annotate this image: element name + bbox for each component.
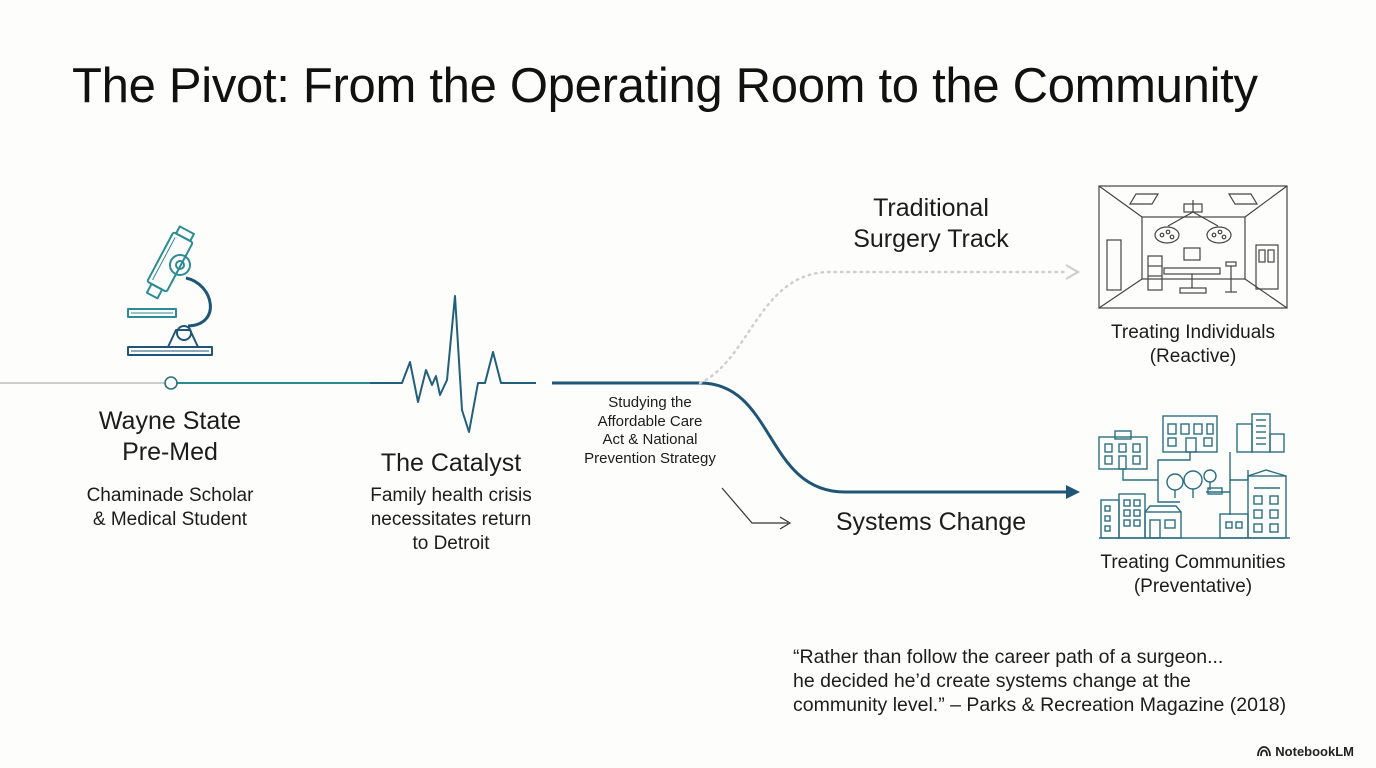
systems-arrowhead — [1066, 485, 1080, 499]
wayne-state-heading: Wayne State Pre-Med — [98, 407, 242, 466]
page-title: The Pivot: From the Operating Room to th… — [72, 59, 1258, 113]
quote: “Rather than follow the career path of a… — [793, 645, 1353, 717]
catalyst-detail: Family health crisis necessitates return… — [370, 485, 532, 554]
systems-change-path — [699, 381, 1068, 494]
quote-line: he decided he’d create systems change at… — [793, 670, 1191, 692]
systems-caption: Treating Communities (Preventative) — [1100, 552, 1286, 597]
wayne-state-detail: Chaminade Scholar & Medical Student — [86, 485, 254, 530]
traditional-caption: Treating Individuals (Reactive) — [1110, 322, 1276, 367]
brand-label: NotebookLM — [1275, 744, 1354, 759]
quote-line: community level.” – Parks & Recreation M… — [793, 694, 1287, 716]
operating-room-icon — [1098, 185, 1288, 309]
traditional-arrowhead — [1065, 264, 1080, 280]
traditional-heading: Traditional Surgery Track — [853, 194, 1009, 253]
notebooklm-logo-icon — [1257, 746, 1272, 757]
timeline-start-node — [164, 376, 178, 390]
pointer-arrowhead — [779, 516, 792, 530]
heartbeat-icon — [370, 295, 536, 433]
traditional-path — [698, 270, 1070, 385]
systems-heading: Systems Change — [835, 508, 1027, 536]
catalyst-heading: The Catalyst — [380, 449, 522, 477]
studying-note: Studying the Affordable Care Act & Natio… — [584, 394, 716, 467]
quote-line: “Rather than follow the career path of a… — [793, 646, 1224, 668]
microscope-icon — [127, 225, 213, 356]
pointer-arrow — [721, 487, 788, 524]
notebooklm-brand: NotebookLM — [1257, 744, 1354, 759]
city-buildings-icon — [1098, 413, 1290, 539]
